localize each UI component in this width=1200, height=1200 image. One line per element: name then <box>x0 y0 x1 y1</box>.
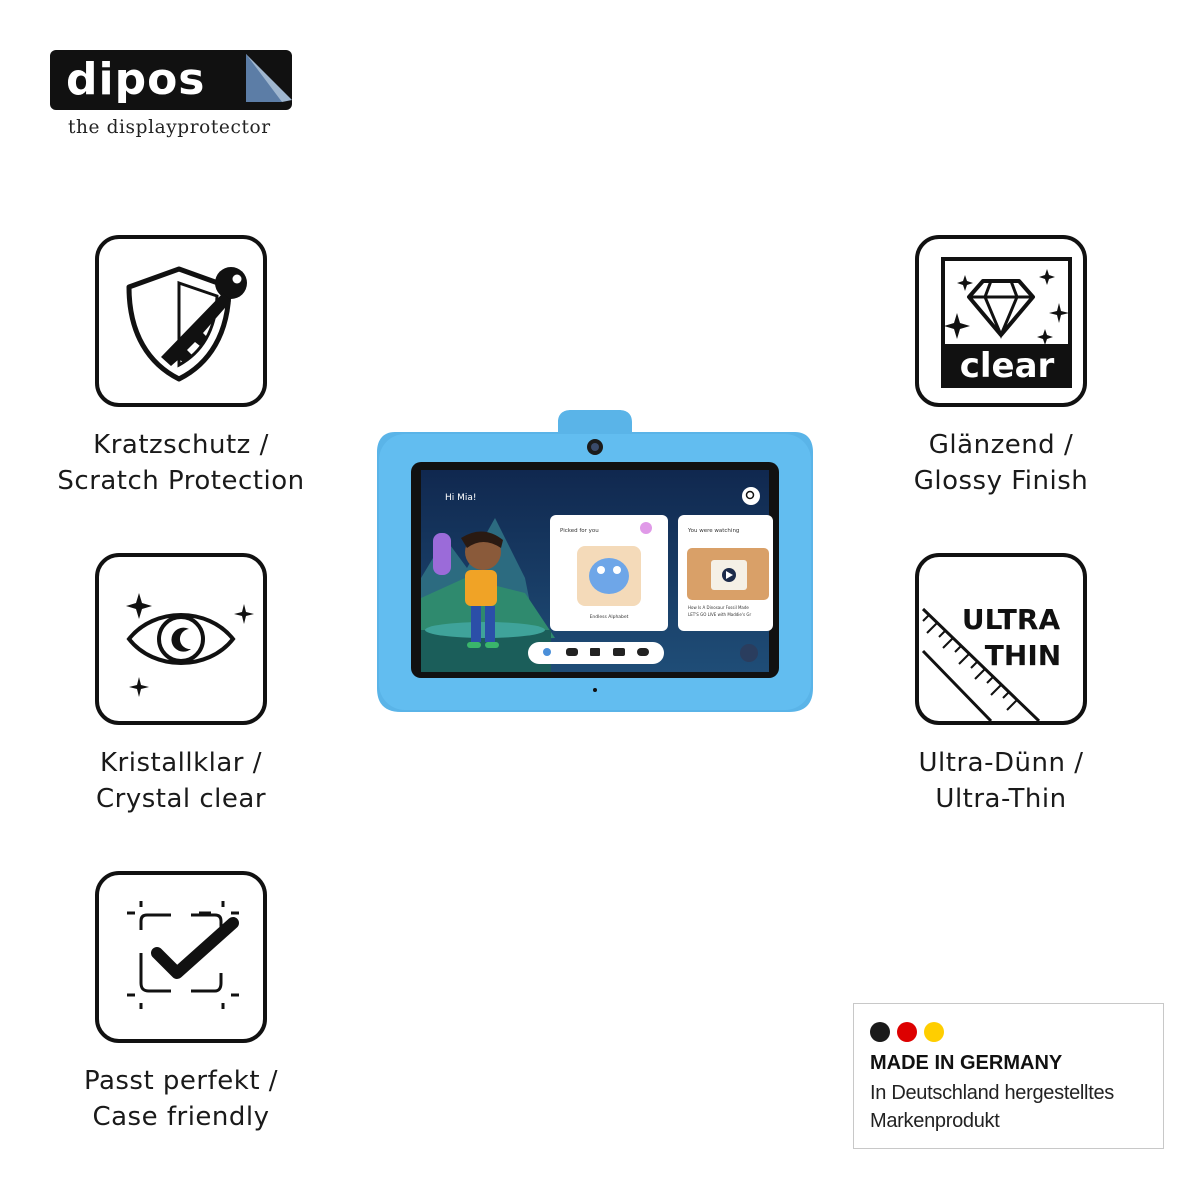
feature-label-en: Case friendly <box>92 1102 270 1132</box>
flag-dot-black <box>870 1022 890 1042</box>
feature-label-en: Ultra-Thin <box>935 784 1067 814</box>
made-in-germany-title: MADE IN GERMANY <box>870 1052 1063 1074</box>
screen-greeting: Hi Mia! <box>445 493 477 503</box>
logo-badge <box>50 50 292 110</box>
tablet-illustration: Hi Mia! Picked for you Endless Alphabet … <box>377 410 813 712</box>
made-in-germany-line2: Markenprodukt <box>870 1110 1000 1132</box>
brand-tagline: the displayprotector <box>68 117 271 138</box>
feature-crystal-clear: Kristallklar / Crystal clear <box>31 553 331 817</box>
screen-card-watching-caption-2: LET'S GO LIVE with Maddie's Gr <box>688 612 751 617</box>
feature-label-en: Crystal clear <box>95 784 267 814</box>
screen-card-watching-caption: How Is A Dinosaur Fossil Made <box>688 605 749 610</box>
ruler-ultra-thin-icon: ULTRA THIN <box>921 603 1061 721</box>
brand-logo: dipos the displayprotector <box>50 50 295 142</box>
feature-case-friendly: Passt perfekt / Case friendly <box>31 871 331 1135</box>
flag-dot-gold <box>924 1022 945 1042</box>
feature-label-de: Kratzschutz / <box>93 430 269 460</box>
badge-ultra-text: ULTRA <box>962 603 1061 636</box>
feature-tile <box>95 553 267 725</box>
flag-dot-red <box>897 1022 918 1042</box>
diamond-clear-icon: clear <box>941 257 1072 388</box>
badge-thin-text: THIN <box>985 639 1061 672</box>
feature-tile <box>95 871 267 1043</box>
feature-label-de: Glänzend / <box>928 430 1074 460</box>
eye-sparkle-icon <box>126 593 254 697</box>
feature-tile <box>95 235 267 407</box>
feature-label-en: Glossy Finish <box>913 466 1089 496</box>
feature-label-de: Ultra-Dünn / <box>918 748 1084 778</box>
german-flag-dots-icon <box>870 1022 946 1044</box>
feature-tile: clear <box>915 235 1087 407</box>
made-in-germany-line1: In Deutschland hergestelltes <box>870 1082 1114 1104</box>
screen-search-icon <box>742 487 760 505</box>
screen-card-picked-caption: Endless Alphabet <box>590 614 629 620</box>
feature-label-en: Scratch Protection <box>57 466 305 496</box>
feature-glossy-finish: clear Glänzend / Glossy Finish <box>851 235 1151 499</box>
feature-label-de: Passt perfekt / <box>83 1066 279 1096</box>
feature-ultra-thin: ULTRA THIN Ultra-Dünn / Ultra-Thin <box>851 553 1151 817</box>
shield-key-icon <box>126 266 247 382</box>
feature-tile: ULTRA THIN <box>915 553 1087 725</box>
checkmark-frame-icon <box>127 901 239 1009</box>
feature-scratch-protection: Kratzschutz / Scratch Protection <box>31 235 331 499</box>
made-in-germany-badge: MADE IN GERMANY In Deutschland hergestel… <box>853 1003 1164 1149</box>
screen-card-picked-title: Picked for you <box>560 528 599 534</box>
badge-clear-text: clear <box>960 346 1055 386</box>
feature-label-de: Kristallklar / <box>99 748 262 778</box>
brand-name: dipos <box>66 54 206 105</box>
screen-card-watching-title: You were watching <box>687 528 739 534</box>
tablet-product-image: Hi Mia! Picked for you Endless Alphabet … <box>375 408 815 714</box>
